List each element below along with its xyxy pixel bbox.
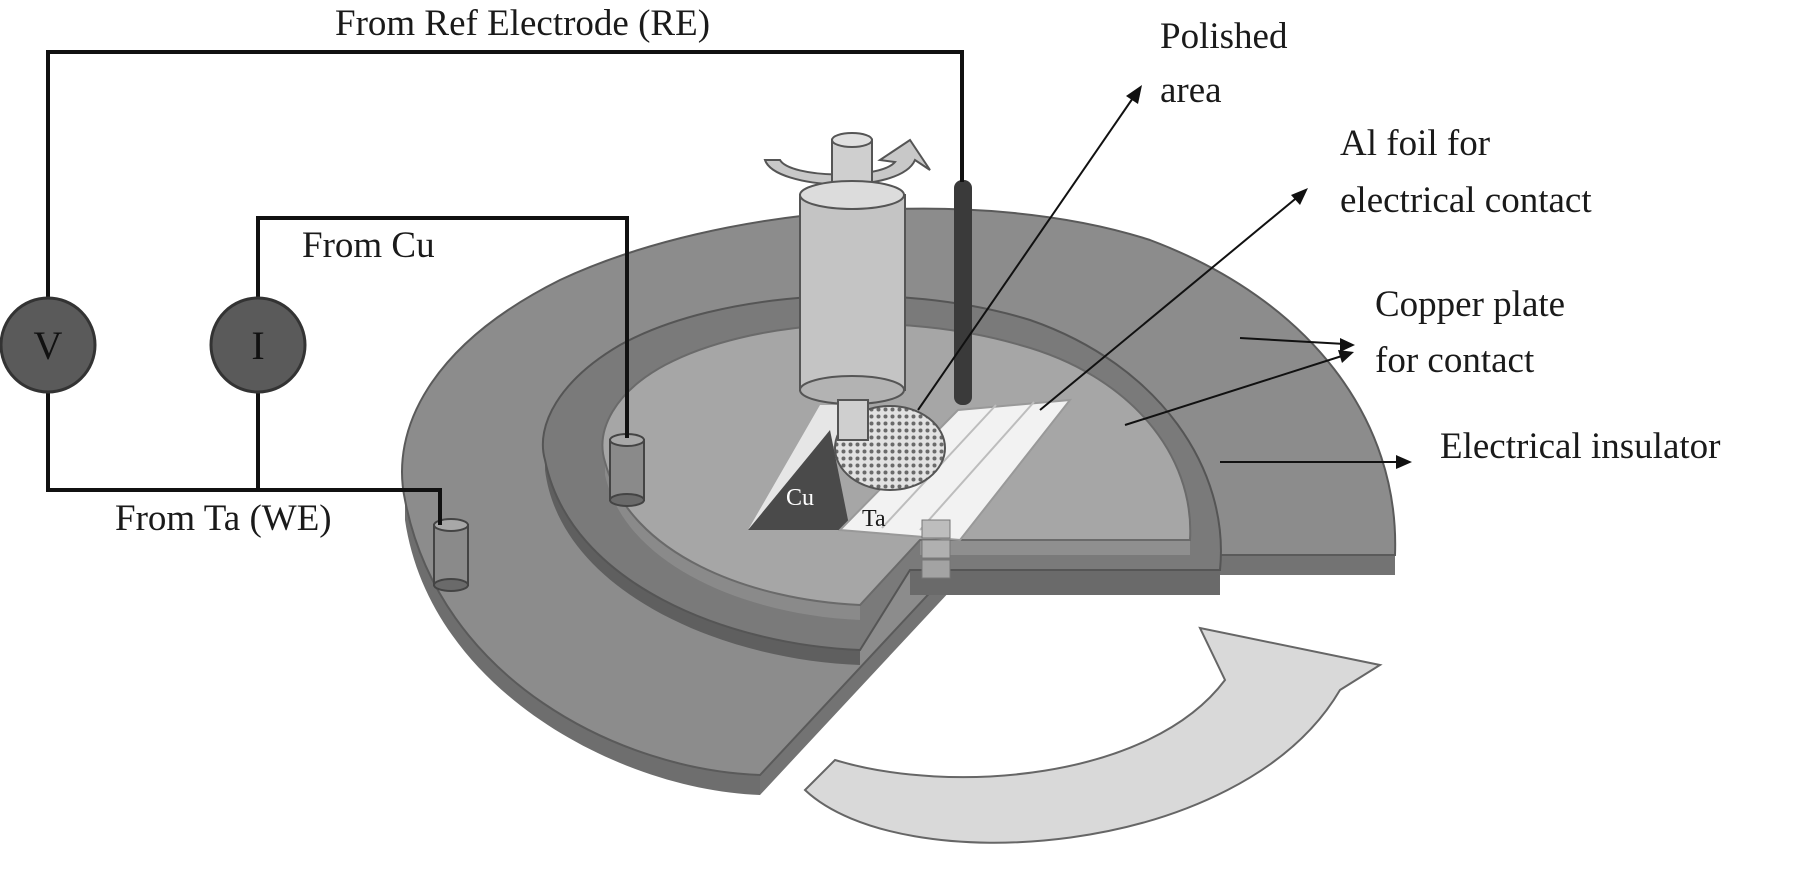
ta-terminal (433, 518, 469, 592)
label-from-ta: From Ta (WE) (115, 498, 332, 539)
ammeter-label: I (251, 323, 264, 368)
sample-cu-label: Cu (786, 485, 814, 511)
cu-terminal (609, 433, 645, 507)
voltmeter-label: V (34, 323, 63, 368)
ammeter: I (209, 296, 307, 394)
leader-lines (917, 85, 1412, 469)
voltmeter: V (0, 296, 97, 394)
label-from-cu: From Cu (302, 225, 435, 266)
reference-electrode-probe (954, 180, 972, 405)
label-polished-2: area (1160, 70, 1222, 111)
label-al-foil-2: electrical contact (1340, 180, 1592, 221)
label-from-ref-electrode: From Ref Electrode (RE) (335, 3, 710, 44)
label-copper-1: Copper plate (1375, 284, 1565, 325)
platen-rotation-arrow-icon (803, 626, 1383, 844)
sample-ta-label: Ta (862, 506, 886, 532)
label-polished-1: Polished (1160, 16, 1288, 57)
label-copper-2: for contact (1375, 340, 1535, 381)
sample-coupon: Cu Ta (748, 398, 1073, 542)
polishing-tool (763, 132, 931, 441)
wiring (46, 50, 964, 525)
edge-blocks (921, 519, 951, 579)
label-al-foil-1: Al foil for (1340, 123, 1490, 164)
tool-rotation-arrow-icon (763, 138, 931, 186)
label-insulator: Electrical insulator (1440, 426, 1720, 467)
